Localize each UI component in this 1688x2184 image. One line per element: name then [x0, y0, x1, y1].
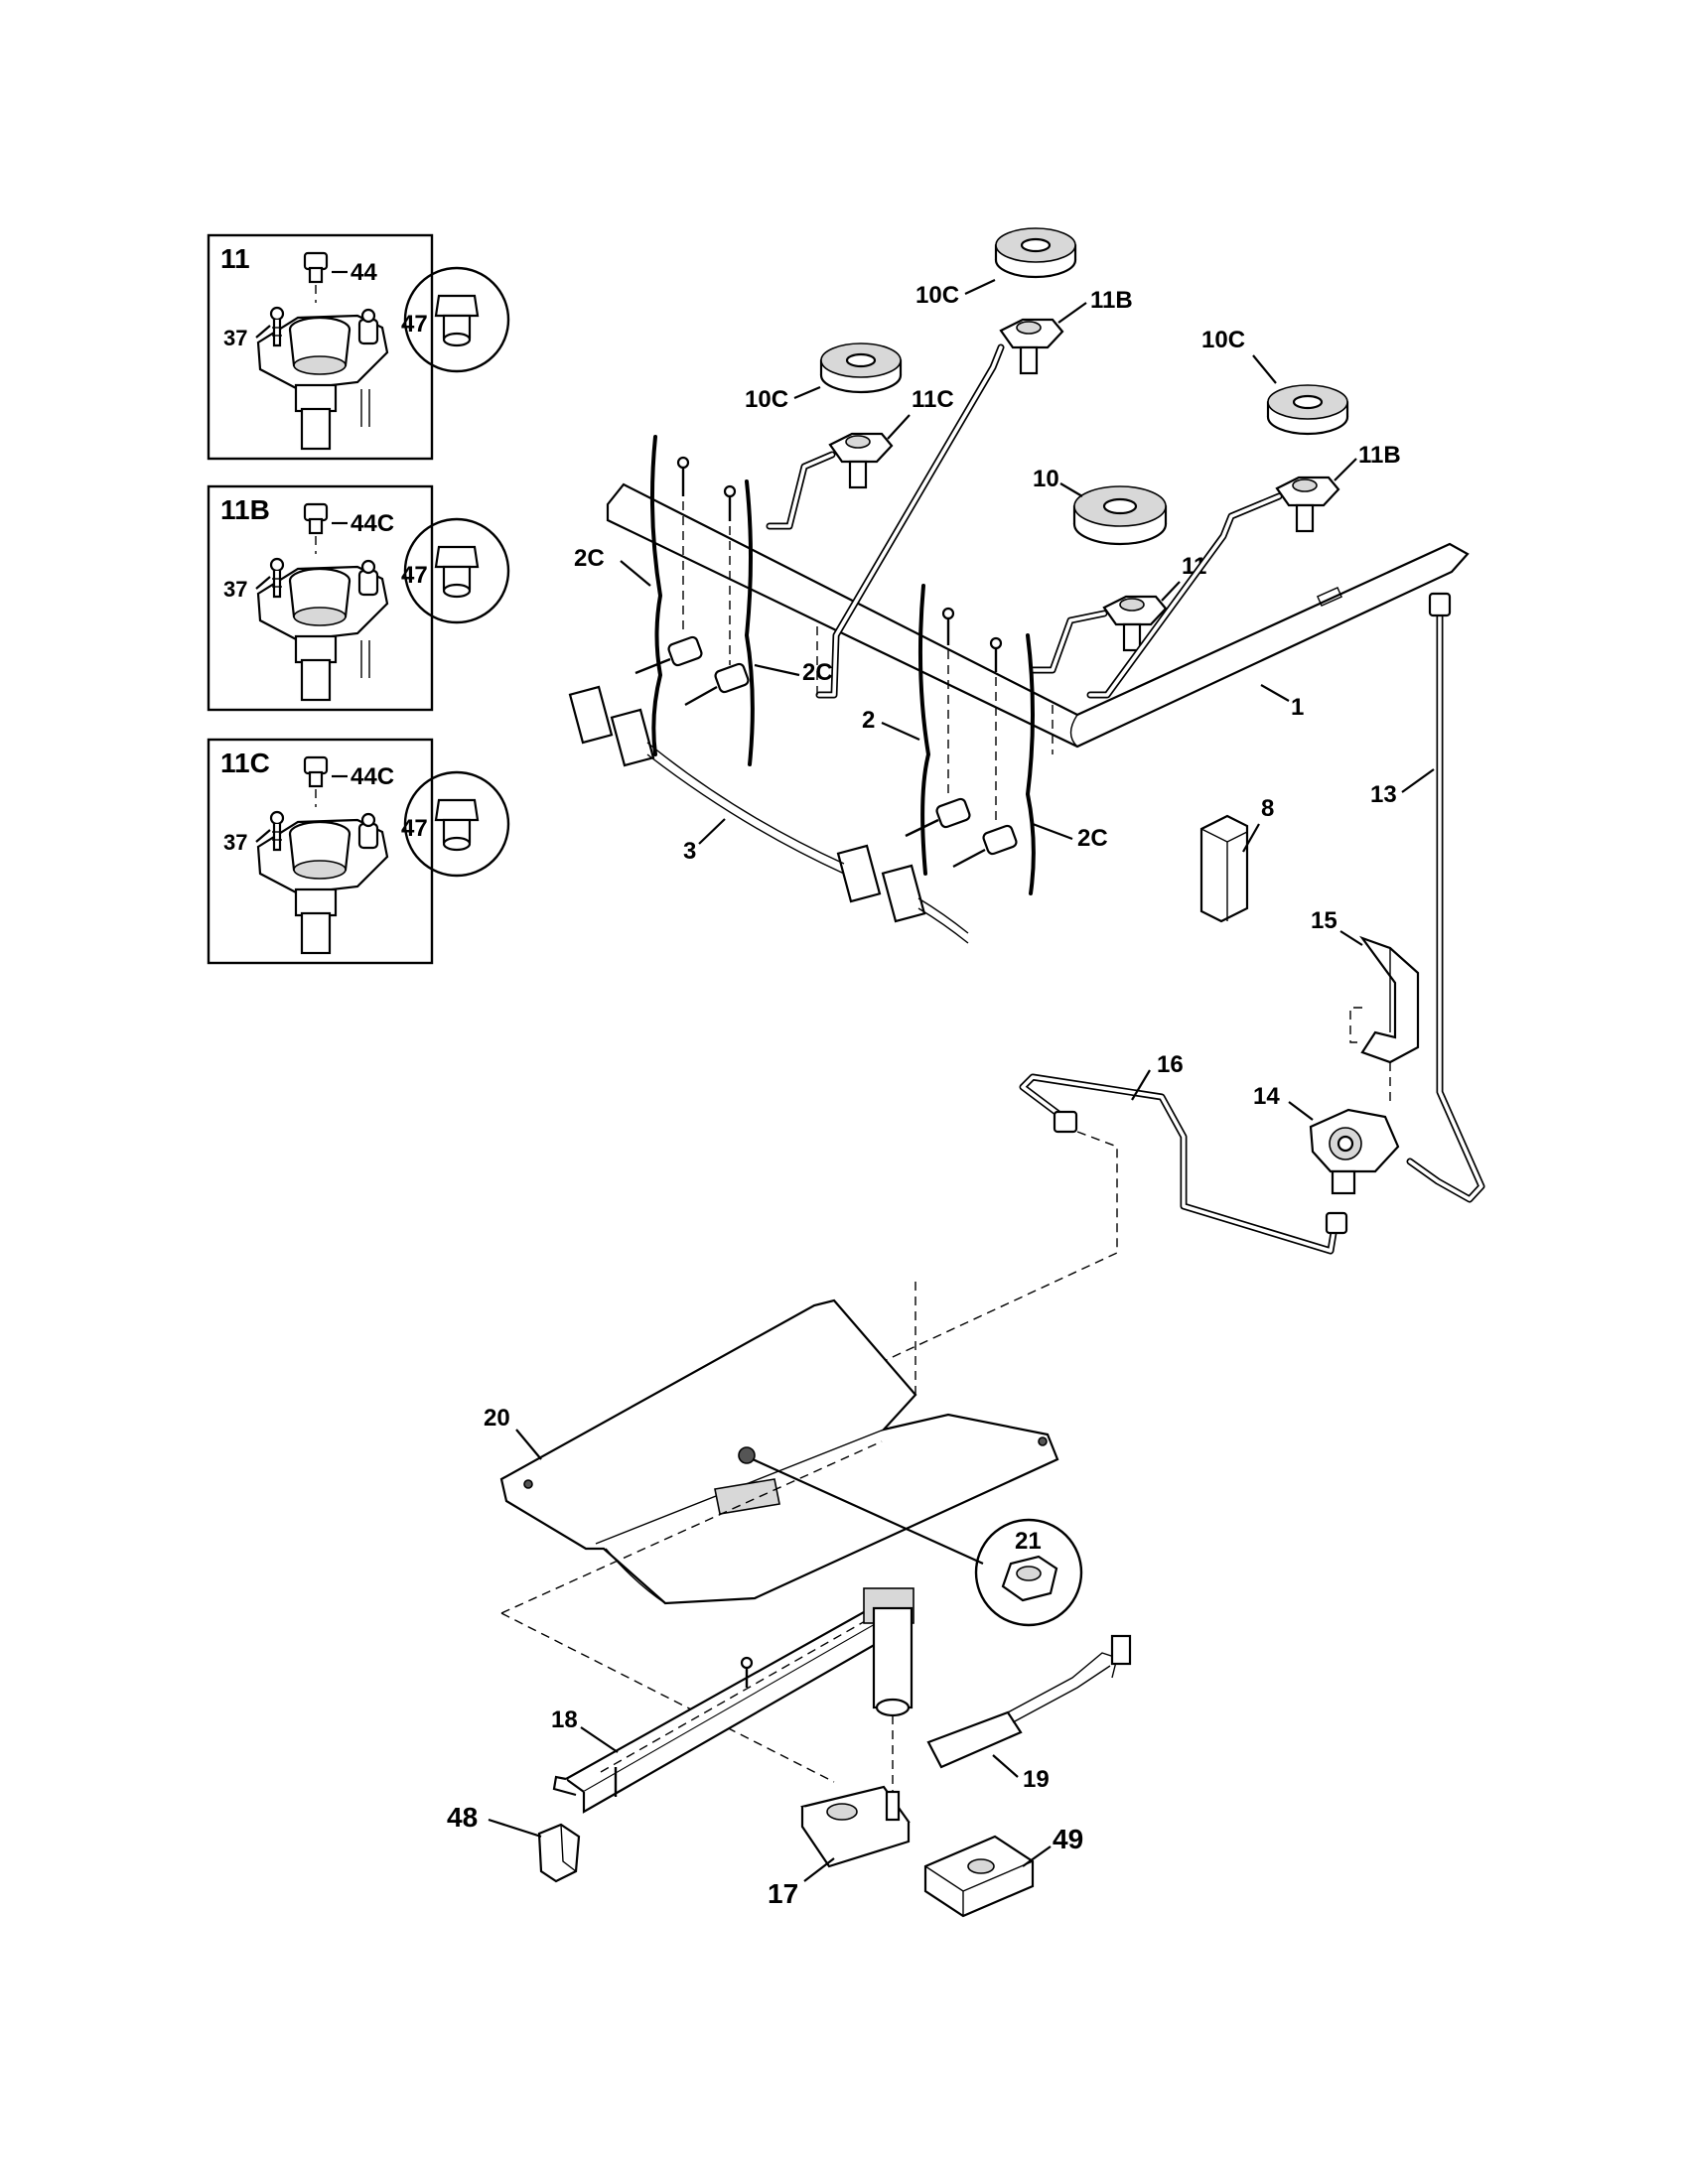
- callout-16: 16: [1157, 1051, 1184, 1078]
- cap-44c-icon: [303, 755, 329, 788]
- valve-body-illustration: [256, 812, 389, 955]
- burner-head-10c-top: [994, 227, 1077, 279]
- manifold-rail: [606, 482, 1470, 749]
- orifice-47-inset: [403, 266, 510, 373]
- burner-valve-11b-top: [999, 318, 1064, 375]
- callout-15: 15: [1311, 907, 1337, 934]
- callout-44c: 44C: [351, 763, 394, 790]
- orifice-47-inset: [403, 517, 510, 624]
- detail-box-11: 11 37 44: [207, 233, 510, 461]
- callout-8: 8: [1261, 795, 1274, 822]
- manifold-valve-1: [634, 635, 703, 675]
- callout-44c: 44C: [351, 510, 394, 537]
- callout-18: 18: [551, 1706, 578, 1733]
- burner-head-10c-left: [819, 342, 903, 394]
- detail-box-11b: 11B 37 44C: [207, 484, 510, 712]
- callout-21: 21: [1015, 1528, 1042, 1555]
- callout-2: 2: [862, 707, 875, 734]
- orifice-holder: [872, 1606, 914, 1717]
- valve-body-illustration: [256, 559, 389, 702]
- spark-module-8: [1199, 814, 1249, 923]
- callout-47: 47: [401, 562, 428, 589]
- callout-14: 14: [1253, 1083, 1280, 1110]
- burner-supply-tubes: [766, 343, 1283, 699]
- detail-box-11c: 11C 37 44C: [207, 738, 510, 965]
- callout-49: 49: [1053, 1824, 1083, 1854]
- bake-ignitor-19: [926, 1634, 1132, 1769]
- ignitor-wires: [649, 435, 1036, 895]
- callout-13: 13: [1370, 781, 1397, 808]
- cap-44-icon: [303, 251, 329, 284]
- burner-valve-11b-right: [1275, 476, 1340, 533]
- heat-shield-20: [499, 1298, 1059, 1605]
- clip-48: [537, 1823, 581, 1883]
- mounting-screws: [676, 456, 1003, 672]
- callout-2c-a: 2C: [574, 545, 605, 572]
- manifold-valve-3: [905, 797, 971, 838]
- callout-2c-c: 2C: [1077, 825, 1108, 852]
- callout-44: 44: [351, 259, 377, 286]
- callout-11b-top: 11B: [1090, 287, 1133, 314]
- screw-37-icon: [269, 557, 285, 599]
- detail-box-title: 11C: [220, 748, 270, 778]
- detail-box-title: 11: [220, 243, 250, 274]
- callout-10: 10: [1033, 466, 1059, 492]
- burner-head-10: [1072, 485, 1168, 546]
- bracket-15: [1358, 935, 1420, 1064]
- burner-valve-11c: [828, 432, 894, 489]
- callout-17: 17: [768, 1878, 798, 1909]
- callout-47: 47: [401, 311, 428, 338]
- manifold-valve-4: [952, 824, 1018, 869]
- callout-1: 1: [1291, 694, 1304, 721]
- detail-box-title: 11B: [220, 494, 270, 525]
- supply-tube-16: [1019, 1073, 1348, 1255]
- burner-head-10c-right: [1266, 384, 1349, 436]
- detail-box-frame: [207, 233, 434, 461]
- callout-37: 37: [223, 577, 247, 602]
- bracket-49: [923, 1835, 1035, 1918]
- cap-44c-icon: [303, 502, 329, 535]
- ignitor-harness: [568, 685, 969, 944]
- screw-37-icon: [269, 306, 285, 347]
- nut-21-inset: [974, 1518, 1083, 1627]
- callout-48: 48: [447, 1802, 478, 1833]
- screw-37-icon: [269, 810, 285, 852]
- callout-10c-left: 10C: [745, 386, 788, 413]
- callout-10c-top: 10C: [915, 282, 959, 309]
- manifold-valve-2: [684, 662, 750, 707]
- callout-47: 47: [401, 815, 428, 842]
- bake-burner-18: [552, 1587, 914, 1814]
- callout-3: 3: [683, 838, 696, 865]
- callout-20: 20: [484, 1405, 510, 1432]
- callout-11c: 11C: [912, 386, 954, 413]
- detail-box-frame: [207, 738, 434, 965]
- safety-valve-17: [800, 1785, 911, 1868]
- callout-19: 19: [1023, 1766, 1050, 1793]
- supply-tube-13: [1406, 592, 1485, 1203]
- valve-body-illustration: [256, 308, 389, 451]
- callout-2c-b: 2C: [802, 659, 833, 686]
- callout-11b-right: 11B: [1358, 442, 1401, 469]
- pressure-regulator-14: [1309, 1108, 1400, 1195]
- callout-37: 37: [223, 326, 247, 350]
- burner-valve-11: [1102, 595, 1168, 652]
- detail-box-frame: [207, 484, 434, 712]
- orifice-47-inset: [403, 770, 510, 878]
- callout-10c-right: 10C: [1201, 327, 1245, 353]
- callout-37: 37: [223, 830, 247, 855]
